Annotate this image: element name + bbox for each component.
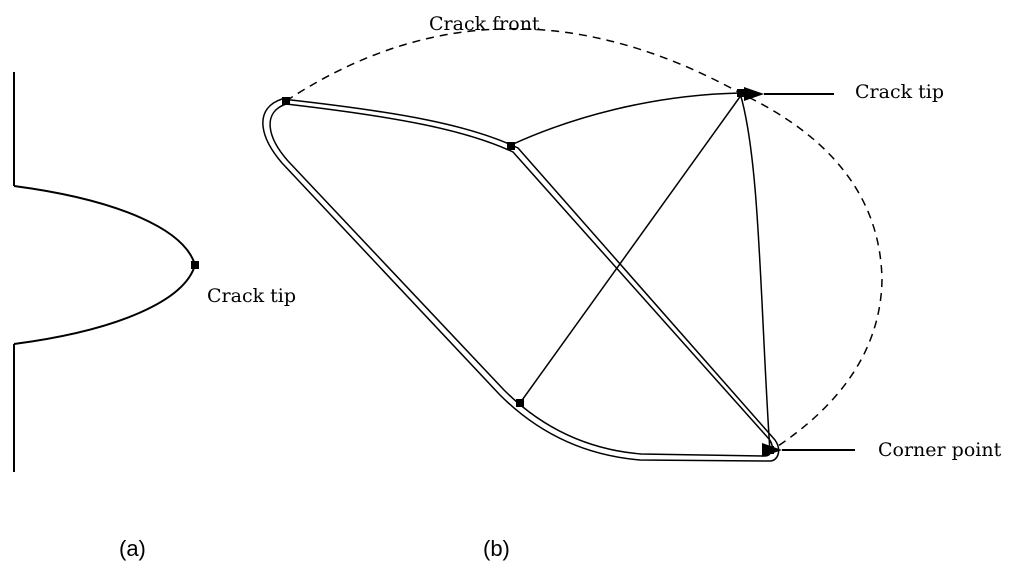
panel-a-crack-tip-marker [191,261,199,269]
panel-b-caption: (b) [483,536,510,561]
panel-b-node-top-left [282,97,290,105]
panel-b-node-lower-middle [516,399,524,407]
panel-b-crack-tip-curve [510,92,771,453]
panel-b-crack-tip-node [737,89,745,97]
panel-a-caption: (a) [119,536,146,561]
panel-a-crack-profile [13,185,197,345]
panel-b-node-upper-middle [507,142,515,150]
panel-b-elliptical-boundary-outer [262,98,780,462]
panel-b-crack-tip-label: Crack tip [855,81,945,103]
panel-b-node-markers [282,89,774,454]
panel-a-crack-tip-label: Crack tip [207,285,297,307]
panel-b-diagonal-line [519,93,743,404]
panel-b-crack-front-label: Crack front [429,13,540,35]
panel-b-drawing [262,27,883,462]
panel-b-crack-front-dashed [285,27,883,451]
panel-a-drawing [13,72,197,472]
panel-b-corner-point-label: Corner point [878,439,1002,461]
panel-b-corner-point-node [766,446,774,454]
